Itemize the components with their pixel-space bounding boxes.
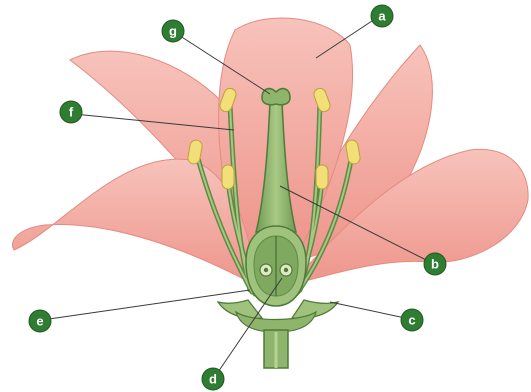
label-badge-f: f <box>60 101 82 123</box>
anther-3 <box>222 165 234 189</box>
anther-6 <box>316 165 328 189</box>
label-badge-e: e <box>29 310 51 332</box>
label-d: d <box>209 372 217 387</box>
label-badge-a: a <box>371 5 393 27</box>
label-b: b <box>431 257 439 272</box>
label-badge-g: g <box>162 20 184 42</box>
label-badge-d: d <box>202 368 224 390</box>
label-c: c <box>408 313 415 328</box>
label-e: e <box>36 314 43 329</box>
label-f: f <box>69 105 74 120</box>
label-g: g <box>169 24 177 39</box>
leader-e <box>42 290 250 320</box>
label-badge-b: b <box>424 253 446 275</box>
leader-c <box>330 302 410 319</box>
label-a: a <box>378 9 386 24</box>
label-badge-c: c <box>401 309 423 331</box>
